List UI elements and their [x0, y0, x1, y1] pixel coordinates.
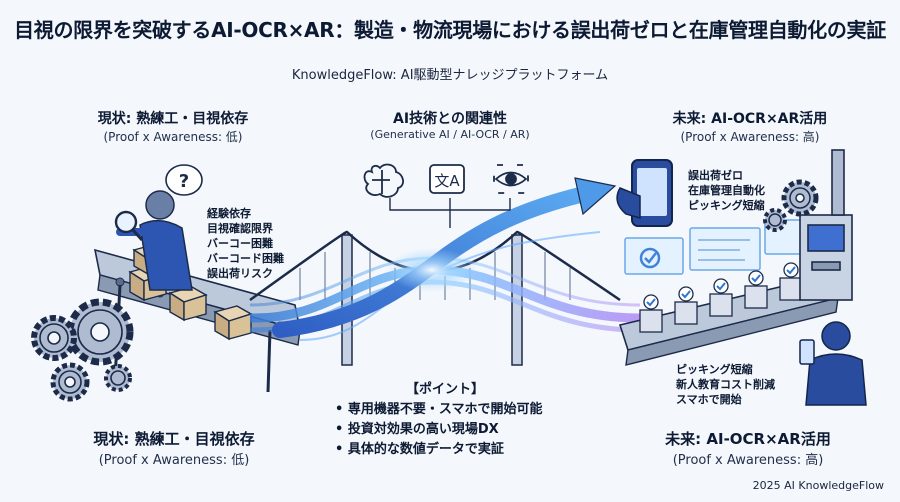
key-point-item: • 具体的な数値データで実証 — [335, 442, 504, 457]
question-bubble-icon: ? — [165, 164, 203, 196]
benefit-item: 誤出荷ゼロ — [688, 169, 743, 182]
smartphone-icon — [616, 159, 673, 227]
key-points-heading: 【ポイント】 — [405, 382, 484, 397]
brain-icon — [363, 163, 404, 198]
svg-text:文A: 文A — [434, 172, 460, 190]
benefit-item: ピッキング短縮 — [676, 363, 753, 376]
page-subtitle: KnowledgeFlow: AI駆動型ナレッジプラットフォーム — [291, 68, 609, 83]
future-state-bottom: 未来: AI-OCR×AR活用 (Proof x Awareness: 高) — [638, 428, 858, 468]
future-state-bottom-sub: (Proof x Awareness: 高) — [672, 453, 824, 468]
future-state-heading: 未来: AI-OCR×AR活用 — [672, 111, 828, 127]
page-title: 目視の限界を突破するAI-OCR×AR：製造・物流現場における誤出荷ゼロと在庫管… — [14, 18, 886, 42]
issue-item: 目視確認限界 — [207, 222, 273, 235]
future-benefits-list: 誤出荷ゼロ 在庫管理自動化 ピッキング短縮 — [688, 168, 765, 213]
gears-right — [763, 179, 819, 232]
intersection-glow — [387, 248, 477, 292]
translate-icon: 文A — [429, 164, 465, 194]
handheld-phone-icon — [799, 339, 815, 365]
future-state-sub: (Proof x Awareness: 高) — [680, 130, 820, 144]
future-state-bottom-heading: 未来: AI-OCR×AR活用 — [665, 430, 831, 448]
benefit-item: 新人教育コスト削減 — [676, 378, 775, 391]
footer-credit: 2025 AI KnowledgeFlow — [752, 479, 884, 492]
current-state-sub: (Proof x Awareness: 低) — [103, 130, 243, 144]
gears-left — [31, 298, 134, 402]
right-boxes — [639, 262, 803, 333]
current-issues-list: 経験依存 目視確認限界 バーコー困難 バーコード困難 誤出荷リスク — [207, 206, 284, 281]
benefit-item: ピッキング短縮 — [688, 199, 765, 212]
benefit-item: スマホで開始 — [676, 393, 742, 406]
factory-machine — [799, 149, 853, 301]
eye-icon — [493, 164, 529, 194]
key-point-item: • 投資対効果の高い現場DX — [335, 422, 499, 437]
current-state-bottom-heading: 現状: 熟練工・目視依存 — [93, 430, 255, 448]
current-state-bottom: 現状: 熟練工・目視依存 (Proof x Awareness: 低) — [74, 428, 274, 468]
key-points: 【ポイント】 • 専用機器不要・スマホで開始可能 • 投資対効果の高い現場DX … — [335, 380, 575, 460]
key-point-item: • 専用機器不要・スマホで開始可能 — [335, 402, 543, 417]
center-heading: AI技術との関連性 — [393, 111, 507, 127]
center-heading-block: AI技術との関連性 (Generative AI / AI-OCR / AR) — [350, 108, 550, 141]
current-state-bottom-sub: (Proof x Awareness: 低) — [98, 453, 250, 468]
svg-text:?: ? — [179, 171, 189, 192]
center-connector — [389, 198, 511, 228]
worker-right — [799, 321, 867, 406]
issue-item: バーコー困難 — [207, 237, 273, 250]
current-state-heading: 現状: 熟練工・目視依存 — [97, 111, 249, 127]
issue-item: 誤出荷リスク — [207, 267, 273, 280]
center-sub: (Generative AI / AI-OCR / AR) — [370, 128, 530, 141]
benefit-item: 在庫管理自動化 — [688, 184, 765, 197]
current-state-top: 現状: 熟練工・目視依存 (Proof x Awareness: 低) — [78, 108, 268, 145]
future-right-benefits: ピッキング短縮 新人教育コスト削減 スマホで開始 — [676, 362, 775, 407]
issue-item: 経験依存 — [207, 207, 251, 220]
issue-item: バーコード困難 — [207, 252, 284, 265]
worker-left — [114, 190, 193, 291]
future-state-top: 未来: AI-OCR×AR活用 (Proof x Awareness: 高) — [650, 108, 850, 145]
